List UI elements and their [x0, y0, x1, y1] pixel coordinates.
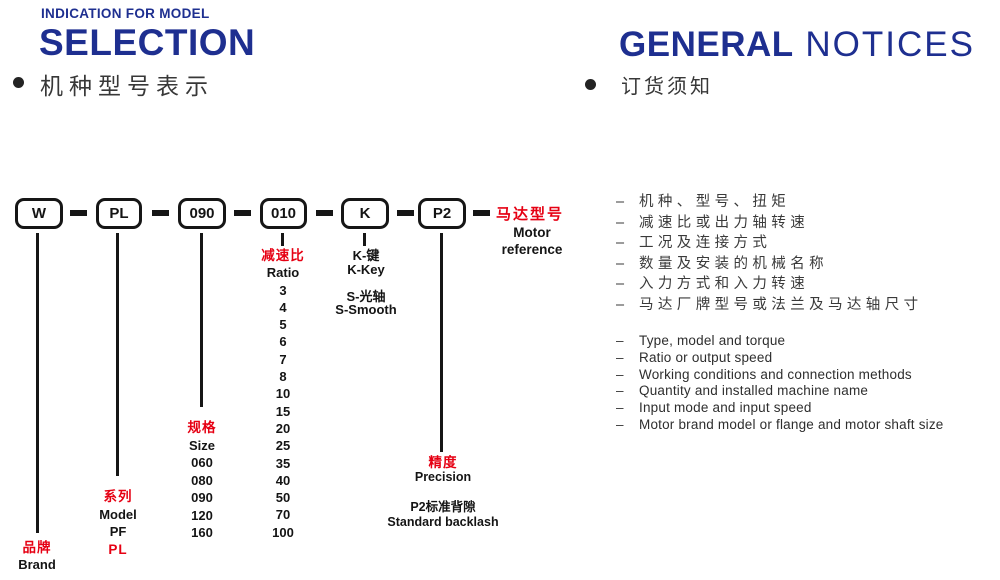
dash-connector: [397, 210, 414, 216]
code-box-brand: W: [15, 198, 63, 229]
shaft-label-line: S-Smooth: [335, 302, 397, 317]
ratio-label-line: 15: [275, 403, 291, 419]
notices-title-bold: GENERAL: [619, 25, 794, 64]
precision-label-line: P2标准背隙: [410, 500, 476, 514]
shaft-label-line: [327, 276, 405, 290]
size-label-line: 090: [191, 490, 213, 505]
dash-connector: [473, 210, 490, 216]
size-label-line: 060: [191, 455, 213, 470]
notice-item-en: Working conditions and connection method…: [616, 367, 996, 384]
ratio-label-line: 8: [279, 369, 287, 385]
ratio-label-line: 减速比: [261, 248, 305, 263]
code-box-precision: P2: [418, 198, 466, 229]
shaft-label-line: S-光轴: [346, 288, 386, 304]
brand-label-line: 品牌: [22, 540, 52, 555]
connector-line-size: [200, 233, 203, 407]
connector-line-ratio: [281, 233, 284, 246]
model-label-line: Model: [99, 506, 137, 522]
connector-line-brand: [36, 233, 39, 533]
notices-list-en: Type, model and torqueRatio or output sp…: [616, 333, 996, 434]
dash-connector: [70, 210, 87, 216]
precision-label-line: 精度: [428, 455, 458, 470]
precision-label-line: Precision: [414, 470, 472, 484]
brand-label-line: Brand: [18, 556, 56, 572]
connector-line-precision: [440, 233, 443, 452]
ratio-label-line: 5: [279, 317, 287, 333]
connector-line-shaft: [363, 233, 366, 246]
size-label-line: 规格: [187, 420, 217, 435]
ratio-label-line: 6: [279, 334, 287, 350]
code-box-ratio: 010: [260, 198, 307, 229]
dash-connector: [234, 210, 251, 216]
notices-list-cn: 机种、型号、扭矩减速比或出力轴转速工况及连接方式数量及安装的机械名称入力方式和入…: [616, 192, 996, 316]
ratio-label-line: 20: [275, 420, 291, 436]
ratio-label-line: 7: [279, 351, 287, 367]
motor-reference-line2: reference: [501, 242, 563, 257]
notice-item-cn: 机种、型号、扭矩: [616, 192, 996, 213]
ratio-label-line: 100: [272, 524, 294, 540]
model-label-line: PL: [108, 541, 128, 557]
ratio-label-line: 35: [275, 455, 291, 471]
model-label-line: PF: [109, 524, 127, 539]
motor-reference-line1: Motor: [513, 225, 551, 240]
ratio-label-line: Ratio: [266, 265, 300, 281]
column-labels-size: 规格 Size 060 080 090 120 160: [176, 419, 228, 542]
notice-item-en: Input mode and input speed: [616, 400, 996, 417]
bullet-icon: [585, 79, 596, 90]
dash-connector: [316, 210, 333, 216]
size-label-line: Size: [188, 437, 215, 453]
size-label-line: 080: [191, 472, 213, 488]
ratio-label-line: 4: [279, 299, 287, 315]
ratio-label-line: 50: [275, 490, 291, 506]
connector-line-series: [116, 233, 119, 476]
model-label-line: 系列: [103, 489, 133, 504]
notice-item-en: Quantity and installed machine name: [616, 383, 996, 400]
motor-reference-label-cn: 马达型号: [496, 206, 565, 223]
shaft-label-line: K-Key: [347, 261, 385, 277]
notice-item-cn: 马达厂牌型号或法兰及马达轴尺寸: [616, 295, 996, 316]
size-label-line: 120: [191, 507, 213, 523]
ratio-label-line: 40: [275, 472, 291, 488]
dash-connector: [152, 210, 169, 216]
precision-label-line: Standard backlash: [387, 515, 499, 529]
notice-item-cn: 数量及安装的机械名称: [616, 254, 996, 275]
ratio-label-line: 3: [279, 282, 287, 298]
notice-item-cn: 工况及连接方式: [616, 233, 996, 254]
code-box-series: PL: [96, 198, 142, 229]
page-title-kicker: INDICATION FOR MODEL: [41, 6, 210, 21]
ratio-label-line: 70: [275, 507, 291, 523]
precision-label-line: [383, 485, 503, 500]
notice-item-en: Type, model and torque: [616, 333, 996, 350]
shaft-label-line: K-键: [352, 248, 380, 263]
notice-item-en: Motor brand model or flange and motor sh…: [616, 417, 996, 434]
page-title: SELECTION: [39, 22, 256, 63]
notice-item-cn: 减速比或出力轴转速: [616, 213, 996, 234]
ratio-label-line: 10: [275, 386, 291, 402]
ratio-label-line: 25: [275, 438, 291, 454]
notices-title: GENERAL NOTICES: [619, 25, 975, 65]
bullet-icon: [13, 77, 24, 88]
page-subtitle-cn: 机种型号表示: [40, 73, 214, 99]
notice-item-cn: 入力方式和入力转速: [616, 274, 996, 295]
notices-title-light: NOTICES: [793, 25, 975, 64]
size-label-line: 160: [191, 525, 213, 540]
code-box-size: 090: [178, 198, 226, 229]
notices-subtitle-cn: 订货须知: [621, 76, 713, 98]
motor-reference-label-en: Motor reference: [489, 224, 575, 258]
notice-item-en: Ratio or output speed: [616, 350, 996, 367]
code-box-shaft: K: [341, 198, 389, 229]
